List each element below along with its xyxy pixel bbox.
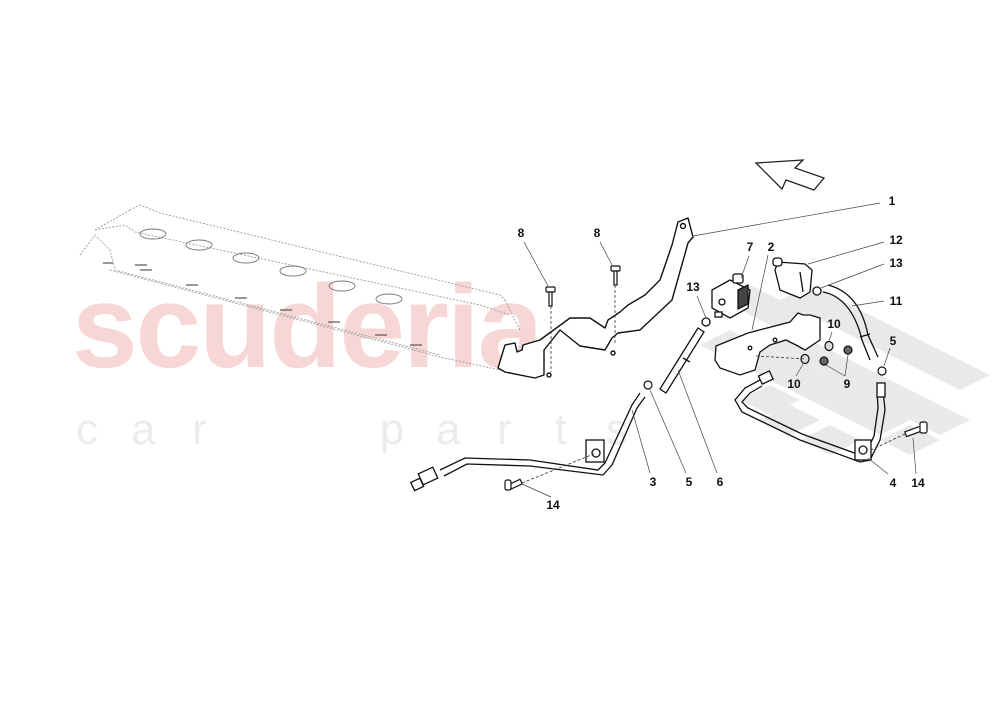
callout-8[interactable]: 8 <box>593 226 601 240</box>
part-6-hose <box>659 327 705 394</box>
watermark-letter: a <box>131 405 156 454</box>
watermark-letter: r <box>497 405 512 454</box>
part-13-clamps <box>701 286 822 327</box>
callout-8[interactable]: 8 <box>517 226 525 240</box>
callout-14[interactable]: 14 <box>911 476 925 490</box>
screw-axis-lines <box>550 285 616 372</box>
callout-10[interactable]: 10 <box>787 377 801 391</box>
callout-14[interactable]: 14 <box>546 498 560 512</box>
callout-10[interactable]: 10 <box>827 317 841 331</box>
watermark-letter: a <box>436 405 461 454</box>
part-2-bracket <box>714 312 821 376</box>
watermark-tagline: c a r p a r t s <box>72 408 632 452</box>
callout-5[interactable]: 5 <box>889 334 897 348</box>
callout-12[interactable]: 12 <box>889 233 903 247</box>
callout-2[interactable]: 2 <box>767 240 775 254</box>
manifold-bolts <box>103 262 422 346</box>
part-5-clips <box>643 366 887 390</box>
part-9-nuts <box>819 345 853 366</box>
callout-9[interactable]: 9 <box>843 377 851 391</box>
callout-13[interactable]: 13 <box>686 280 700 294</box>
intake-manifold-ghosted <box>79 204 521 371</box>
front-direction-arrow <box>754 159 826 191</box>
watermark-letter: p <box>379 405 405 454</box>
callout-11[interactable]: 11 <box>889 294 903 308</box>
part-12-filter <box>772 257 813 299</box>
part-1-bracket <box>497 217 694 379</box>
callout-7[interactable]: 7 <box>746 240 754 254</box>
part-8-screws <box>545 265 621 307</box>
callout-leader-lines <box>521 202 917 498</box>
callout-13[interactable]: 13 <box>889 256 903 270</box>
callout-1[interactable]: 1 <box>888 194 896 208</box>
part-14-bolts <box>504 421 928 491</box>
watermark-letter: r <box>192 405 207 454</box>
watermark-letter: t <box>554 405 567 454</box>
part-4-pipe <box>734 370 886 463</box>
callout-4[interactable]: 4 <box>889 476 897 490</box>
callout-5[interactable]: 5 <box>685 475 693 489</box>
part-7-valve <box>711 273 751 319</box>
part-3-pipe <box>409 392 646 492</box>
callout-6[interactable]: 6 <box>716 475 724 489</box>
watermark-letter: c <box>76 405 98 454</box>
watermark-brand: scuderia <box>72 261 543 393</box>
part-11-hose <box>822 284 879 361</box>
bolt-axis-lines <box>521 355 906 484</box>
callout-3[interactable]: 3 <box>649 475 657 489</box>
part-10-washers <box>800 340 834 365</box>
